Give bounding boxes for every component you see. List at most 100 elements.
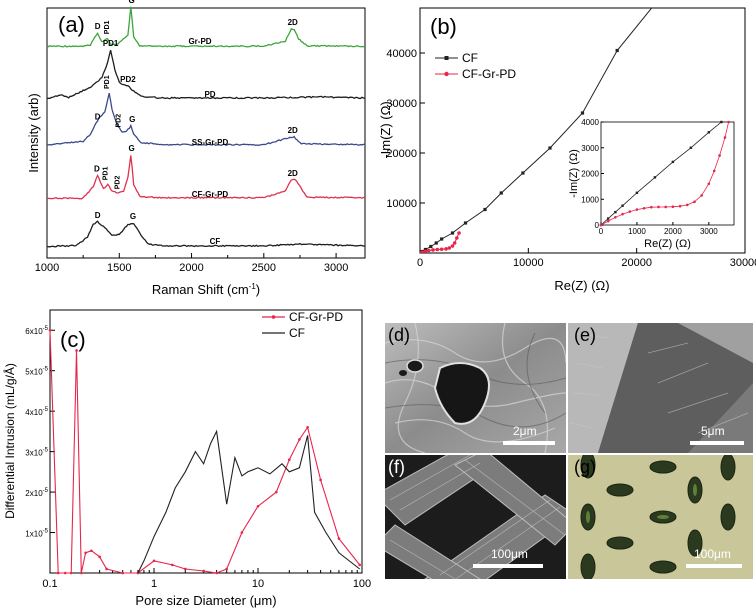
pore-y-tick-label: 3x10-5 (25, 448, 48, 458)
nyquist-point-cf-gr-pd (457, 231, 461, 235)
nyquist-point-cf-gr-pd (447, 246, 452, 250)
raman-spectrum-cf (46, 220, 366, 248)
pore-point-cf-gr-pd (75, 349, 78, 352)
pore-point-cf-gr-pd (56, 571, 60, 575)
raman-spectrum-name: Gr-PD (188, 37, 211, 46)
inset-point-cf (653, 176, 657, 179)
pore-y-axis-title: Differential Intrusion (mL/g/Å) (2, 363, 17, 519)
inset-line-cf (600, 121, 722, 226)
nyquist-axes: 010000200003000010000200003000040000 (386, 48, 756, 269)
pore-point-cf-gr-pd (152, 559, 156, 563)
pore-plot-frame (49, 309, 363, 574)
micrograph-f-scalebar (473, 564, 543, 568)
micrograph-d: (d) 2μm (385, 323, 566, 453)
inset-point-cf-gr-pd (693, 200, 696, 204)
inset-point-cf-gr-pd (650, 205, 653, 209)
sem-image-f (385, 455, 566, 579)
nyquist-point-cf-gr-pd (426, 248, 431, 253)
pore-x-tick-label: 1 (151, 578, 157, 590)
inset-x-tick-label: 2000 (664, 227, 682, 236)
micrograph-d-label: (d) (388, 325, 410, 345)
inset-frame (600, 121, 735, 226)
raman-spectrum-name: PD (204, 90, 215, 99)
pore-point-cf-gr-pd (256, 504, 260, 508)
inset-point-cf-gr-pd (712, 169, 716, 173)
micrograph-g: (g) 100μm (568, 455, 753, 579)
sem-image-e (568, 323, 753, 453)
nyquist-point-cf (440, 237, 444, 241)
raman-peak-label: G (128, 144, 134, 153)
inset-y-axis-title: -Im(Z) (Ω) (568, 149, 580, 198)
micrograph-e-scale-text: 5μm (701, 424, 725, 438)
inset-point-cf (720, 120, 723, 124)
nyquist-x-tick-label: 30000 (730, 257, 756, 269)
pore-legend-label: CF-Gr-PD (289, 310, 343, 324)
inset-point-cf (614, 210, 617, 214)
pore-point-cf-gr-pd (337, 537, 341, 540)
nyquist-legend-marker (444, 56, 449, 60)
inset-point-cf (621, 204, 624, 207)
raman-y-axis-title: Intensity (arb) (26, 93, 41, 172)
inset-point-cf-gr-pd (599, 223, 603, 227)
raman-spectrum-name: CF (210, 237, 221, 246)
raman-peak-label: G (130, 212, 136, 221)
raman-peak-label: 2D (288, 126, 298, 135)
micrograph-d-scale-text: 2μm (513, 424, 537, 438)
raman-peak-label: 2D (288, 18, 298, 27)
raman-spectrum-ss-gr-pd (46, 92, 366, 147)
raman-peak-label: G (128, 0, 134, 5)
pore-legend-marker (271, 315, 276, 319)
nyquist-point-cf-gr-pd (435, 247, 440, 252)
inset-point-cf-gr-pd (621, 212, 624, 216)
micrograph-e: (e) 5μm (568, 323, 753, 453)
raman-spectrum-gr-pd (46, 6, 366, 48)
inset-y-tick-label: 3000 (581, 144, 599, 153)
inset-y-tick-label: 0 (595, 221, 600, 230)
inset-point-cf-gr-pd (723, 136, 727, 139)
raman-peak-label: D (94, 164, 100, 173)
nyquist-point-cf (521, 171, 525, 175)
pore-series (48, 328, 361, 575)
inset-point-cf (671, 160, 675, 164)
pore-y-tick-label: 2x10-5 (25, 488, 48, 498)
inset-line-cf-gr-pd (600, 121, 729, 226)
nyquist-point-cf (615, 48, 619, 53)
raman-peak-label: G (129, 115, 135, 124)
inset-point-cf-gr-pd (657, 205, 660, 209)
inset-point-cf-gr-pd (664, 205, 668, 209)
inset-x-axis-title: Re(Z) (Ω) (644, 238, 691, 250)
raman-peak-label: 2D (288, 169, 298, 178)
raman-peak-label: D (95, 112, 101, 121)
raman-peak-label: PD1 (103, 39, 119, 48)
inset-point-cf-gr-pd (635, 208, 639, 211)
raman-plot-frame (46, 7, 366, 259)
inset-point-cf-gr-pd (700, 194, 703, 197)
raman-x-tick-label: 2500 (252, 262, 276, 274)
micrograph-g-scalebar (686, 564, 742, 568)
micrograph-f: (f) 100μm (385, 455, 566, 579)
nyquist-point-cf-gr-pd (444, 247, 448, 251)
pore-point-cf-gr-pd (298, 438, 301, 441)
nyquist-point-cf-gr-pd (455, 236, 459, 240)
nyquist-point-cf-gr-pd (420, 250, 424, 253)
inset-point-cf-gr-pd (614, 215, 617, 219)
pore-x-tick-label: 100 (353, 578, 371, 590)
pore-y-tick-label: 5x10-5 (25, 367, 48, 377)
inset-y-tick-label: 2000 (581, 170, 599, 179)
nyquist-point-cf (463, 221, 468, 225)
raman-x-tick-label: 3000 (324, 262, 348, 274)
nyquist-x-tick-label: 10000 (513, 257, 544, 269)
inset-point-cf-gr-pd (718, 154, 721, 157)
pore-legend-label: CF (289, 326, 305, 340)
nyquist-y-tick-label: 40000 (386, 48, 417, 60)
pore-point-cf-gr-pd (69, 571, 73, 575)
raman-spectrum-name: CF-Gr-PD (192, 190, 229, 199)
nyquist-y-tick-label: 30000 (386, 98, 417, 110)
inset-point-cf (707, 131, 711, 134)
inset-y-tick-label: 1000 (581, 195, 599, 204)
nyquist-series (420, 8, 653, 253)
inset-point-cf (635, 191, 639, 195)
